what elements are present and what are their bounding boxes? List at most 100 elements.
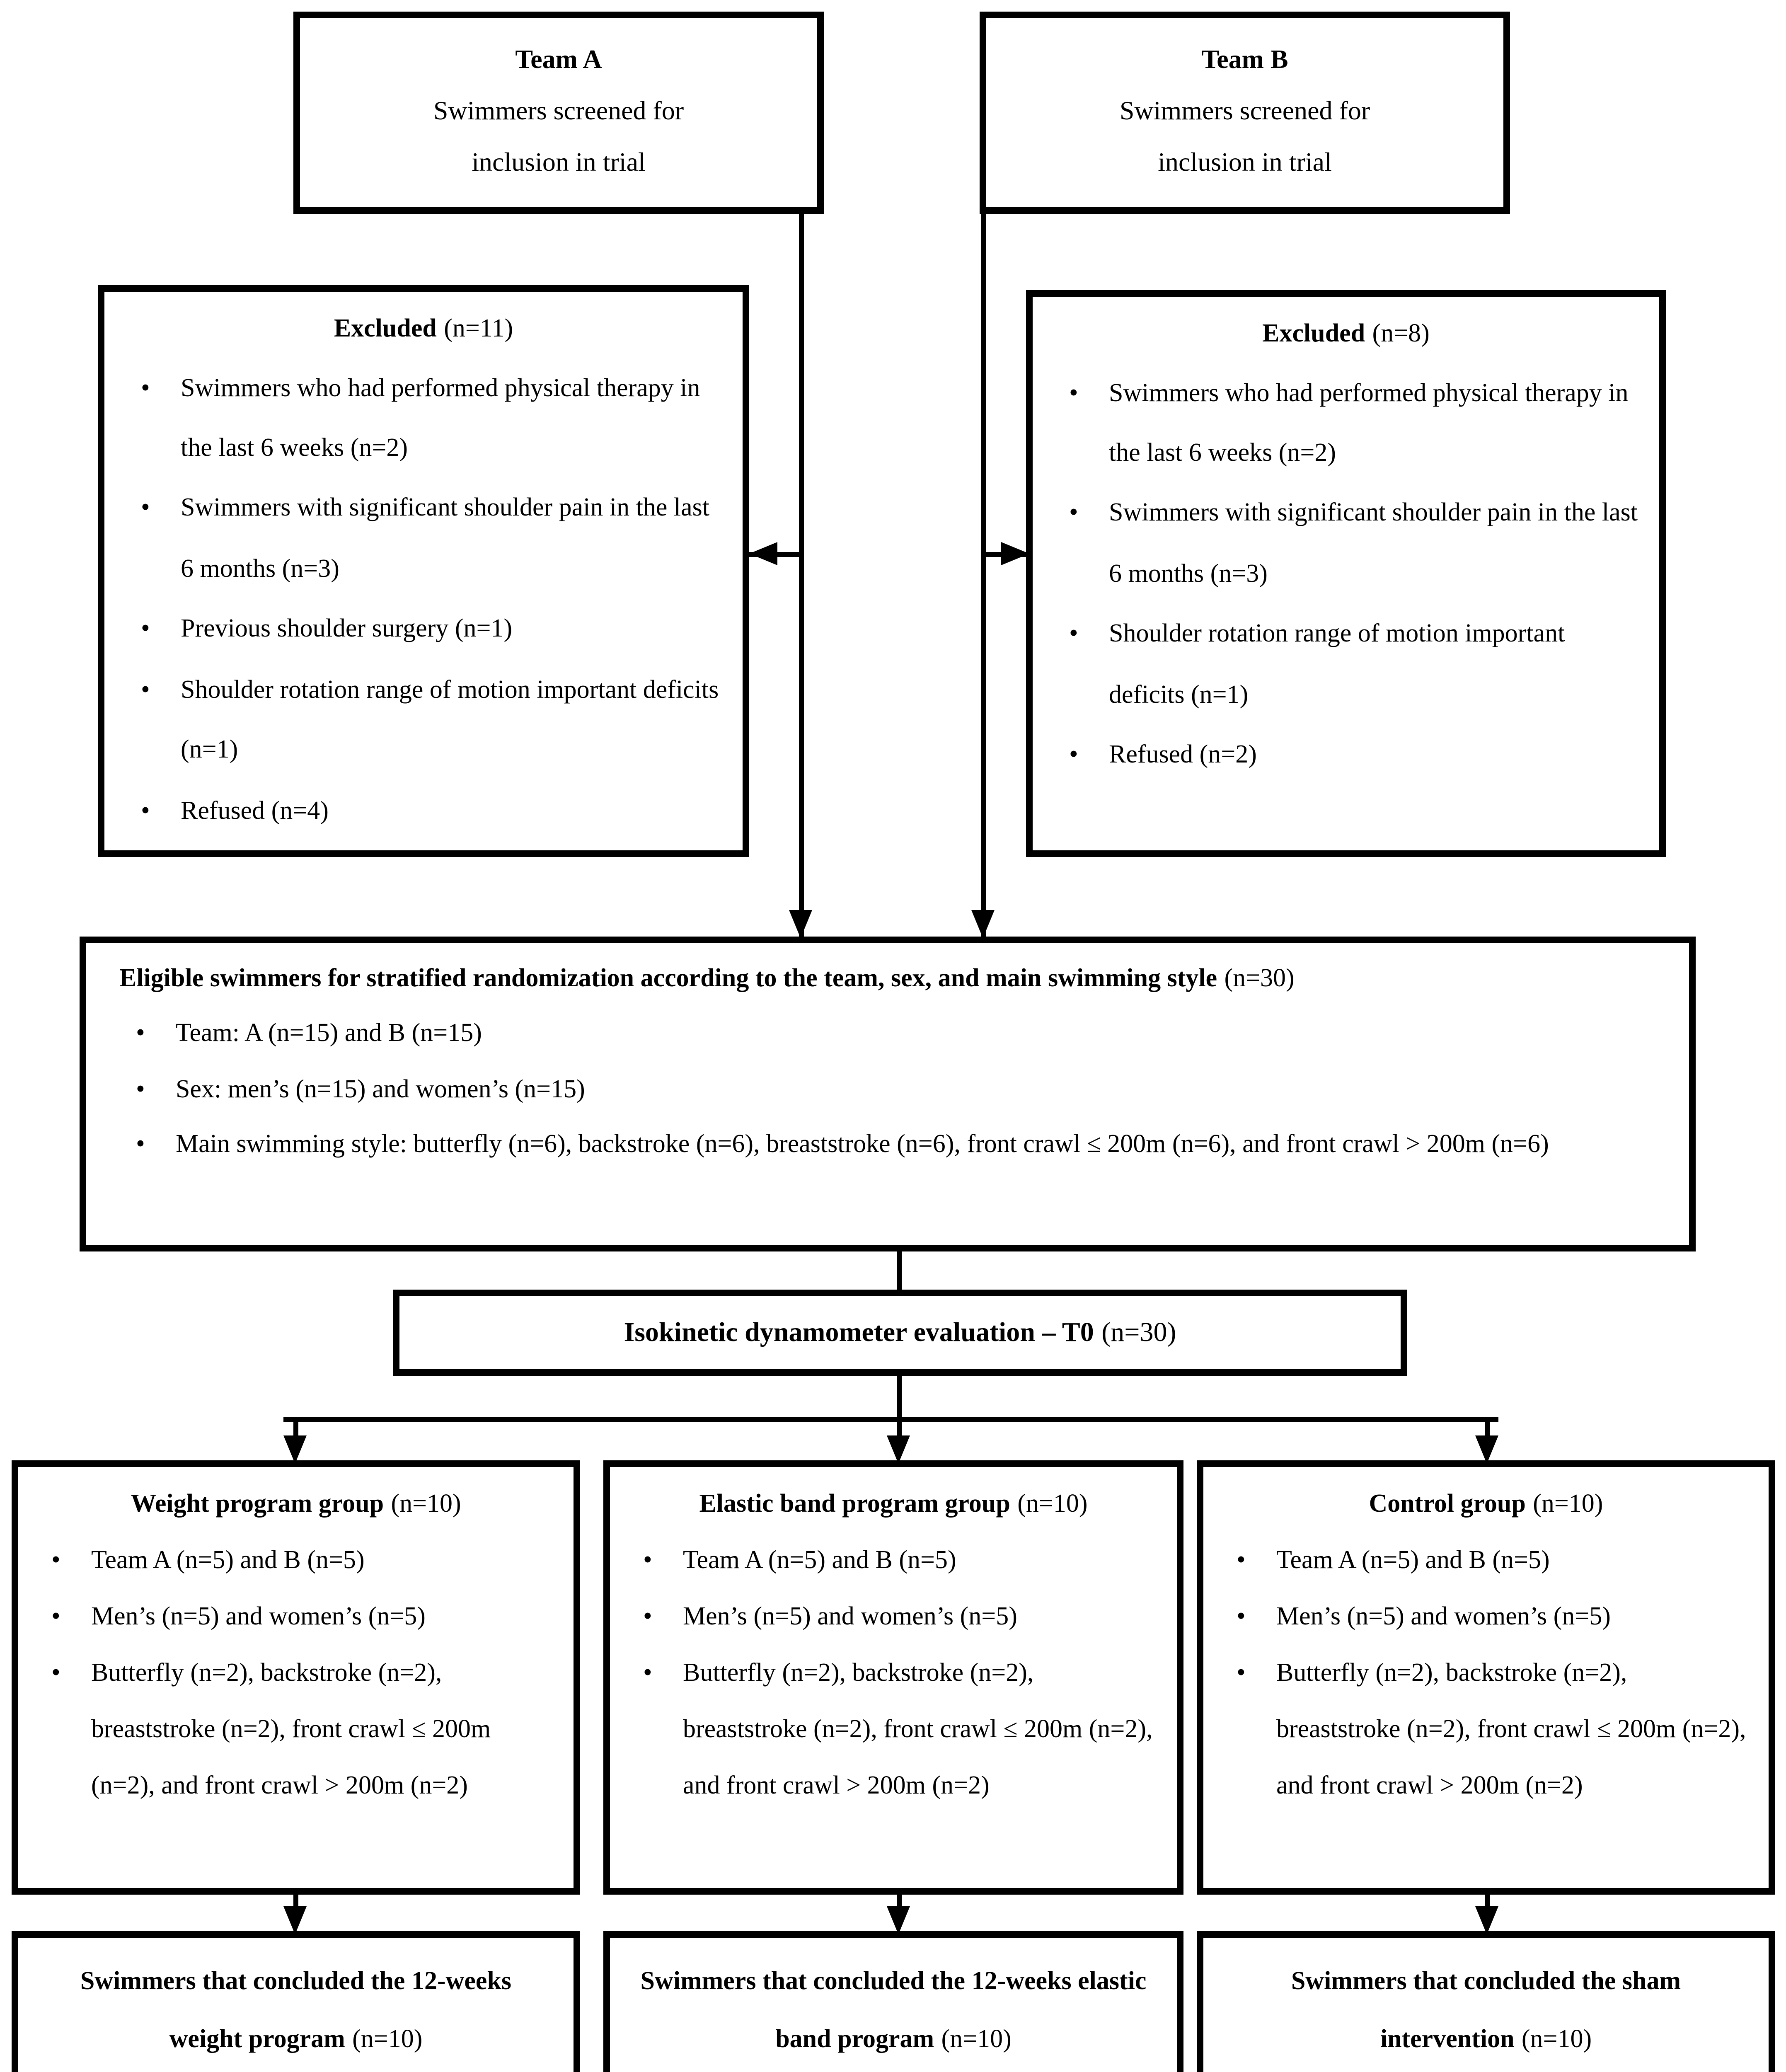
- excluded-right-item-2: Swimmers with significant shoulder pain …: [1109, 499, 1638, 588]
- excluded-right-title: Excluded: [1262, 320, 1365, 348]
- excluded-left-item-5: Refused (n=4): [181, 796, 329, 825]
- connector-branch-to-control-group: [1485, 1417, 1490, 1440]
- elastic-band-group-item-2: Men’s (n=5) and women’s (n=5): [683, 1603, 1017, 1631]
- elastic-band-group-item-3: Butterfly (n=2), backstroke (n=2), breas…: [683, 1660, 1153, 1801]
- t0-label: Isokinetic dynamometer evaluation – T0(n…: [624, 1316, 1176, 1349]
- eligible-item-2: Sex: men’s (n=15) and women’s (n=15): [176, 1075, 585, 1104]
- weight-group-item-1: Team A (n=5) and B (n=5): [91, 1547, 365, 1575]
- excluded-left-box: Excluded(n=11) Swimmers who had performe…: [98, 285, 749, 857]
- team-a-box: Team A Swimmers screened for inclusion i…: [293, 12, 824, 214]
- concluded-sham-count: (n=10): [1521, 2025, 1592, 2053]
- connector-t0-to-branch: [897, 1372, 902, 1421]
- excluded-left-item-4: Shoulder rotation range of motion import…: [181, 676, 719, 765]
- arrowhead-into-excluded-left-icon: [749, 542, 777, 565]
- concluded-sham-box: Swimmers that concluded the sham interve…: [1197, 1931, 1775, 2072]
- control-group-item-1: Team A (n=5) and B (n=5): [1276, 1547, 1550, 1575]
- team-b-line1: Swimmers screened for: [1119, 98, 1370, 126]
- arrowhead-into-eligible-right-icon: [971, 910, 995, 938]
- arrowhead-into-concluded-sham-icon: [1475, 1906, 1498, 1934]
- excluded-right-item-1: Swimmers who had performed physical ther…: [1109, 379, 1629, 468]
- eligible-count: (n=30): [1224, 965, 1295, 993]
- excluded-left-heading: Excluded(n=11): [124, 300, 723, 359]
- group-list-item: Men’s (n=5) and women’s (n=5): [35, 1590, 557, 1646]
- control-group-item-3: Butterfly (n=2), backstroke (n=2), breas…: [1276, 1660, 1746, 1801]
- excluded-list-item: Refused (n=2): [1053, 726, 1639, 787]
- excluded-left-count: (n=11): [444, 315, 513, 343]
- excluded-list-item: Swimmers who had performed physical ther…: [1053, 364, 1639, 485]
- excluded-list-item: Swimmers with significant shoulder pain …: [1053, 485, 1639, 605]
- group-list-item: Team A (n=5) and B (n=5): [1220, 1533, 1752, 1590]
- excluded-right-box: Excluded(n=8) Swimmers who had performed…: [1026, 290, 1666, 857]
- arrowhead-into-excluded-right-icon: [1001, 542, 1029, 565]
- excluded-right-item-3: Shoulder rotation range of motion import…: [1109, 620, 1565, 709]
- arrowhead-into-eligible-left-icon: [789, 910, 812, 938]
- excluded-list-item: Previous shoulder surgery (n=1): [124, 600, 723, 661]
- concluded-elastic-band-label: Swimmers that concluded the 12-weeks ela…: [636, 1954, 1150, 2070]
- connector-team-a-to-eligible: [799, 214, 804, 938]
- group-list-item: Men’s (n=5) and women’s (n=5): [627, 1590, 1160, 1646]
- arrowhead-into-concluded-elastic-icon: [887, 1906, 910, 1934]
- control-group-item-2: Men’s (n=5) and women’s (n=5): [1276, 1603, 1611, 1631]
- weight-group-item-3: Butterfly (n=2), backstroke (n=2), breas…: [91, 1660, 491, 1801]
- t0-evaluation-box: Isokinetic dynamometer evaluation – T0(n…: [393, 1290, 1407, 1376]
- eligible-list-item: Sex: men’s (n=15) and women’s (n=15): [119, 1062, 1656, 1117]
- excluded-list-item: Refused (n=4): [124, 782, 723, 842]
- excluded-list-item: Swimmers with significant shoulder pain …: [124, 480, 723, 600]
- control-group-box: Control group(n=10) Team A (n=5) and B (…: [1197, 1460, 1775, 1895]
- arrowhead-into-elastic-group-icon: [887, 1435, 910, 1464]
- excluded-right-heading: Excluded(n=8): [1053, 305, 1639, 364]
- eligible-list-item: Team: A (n=15) and B (n=15): [119, 1007, 1656, 1062]
- control-group-title: Control group: [1369, 1490, 1526, 1518]
- eligible-list-item: Main swimming style: butterfly (n=6), ba…: [119, 1117, 1656, 1172]
- team-b-box: Team B Swimmers screened for inclusion i…: [980, 12, 1510, 214]
- eligible-item-3: Main swimming style: butterfly (n=6), ba…: [176, 1130, 1549, 1159]
- arrowhead-into-control-group-icon: [1475, 1435, 1498, 1464]
- elastic-band-group-heading: Elastic band program group(n=10): [627, 1477, 1160, 1533]
- elastic-band-group-box: Elastic band program group(n=10) Team A …: [603, 1460, 1183, 1895]
- concluded-weight-count: (n=10): [352, 2025, 423, 2053]
- eligible-box: Eligible swimmers for stratified randomi…: [80, 937, 1696, 1251]
- team-a-line1: Swimmers screened for: [433, 98, 684, 126]
- excluded-left-item-2: Swimmers with significant shoulder pain …: [181, 494, 709, 583]
- weight-group-count: (n=10): [391, 1490, 461, 1518]
- connector-branch-to-elastic-group: [897, 1417, 902, 1440]
- team-a-title: Team A: [515, 46, 602, 75]
- excluded-left-item-3: Previous shoulder surgery (n=1): [181, 615, 513, 644]
- control-group-count: (n=10): [1533, 1490, 1603, 1518]
- elastic-band-group-item-1: Team A (n=5) and B (n=5): [683, 1547, 956, 1575]
- concluded-weight-label: Swimmers that concluded the 12-weeks wei…: [45, 1954, 547, 2070]
- t0-count: (n=30): [1101, 1316, 1176, 1348]
- connector-team-b-to-eligible: [981, 214, 986, 938]
- connector-branch-to-weight-group: [293, 1417, 298, 1440]
- t0-title: Isokinetic dynamometer evaluation – T0: [624, 1316, 1094, 1348]
- weight-group-heading: Weight program group(n=10): [35, 1477, 557, 1533]
- weight-group-item-2: Men’s (n=5) and women’s (n=5): [91, 1603, 426, 1631]
- concluded-elastic-band-box: Swimmers that concluded the 12-weeks ela…: [603, 1931, 1183, 2072]
- concluded-weight-title: Swimmers that concluded the 12-weeks wei…: [80, 1967, 512, 2053]
- excluded-list-item: Shoulder rotation range of motion import…: [1053, 605, 1639, 726]
- group-list-item: Team A (n=5) and B (n=5): [627, 1533, 1160, 1590]
- group-list-item: Men’s (n=5) and women’s (n=5): [1220, 1590, 1752, 1646]
- excluded-left-title: Excluded: [334, 315, 437, 343]
- connector-eligible-to-t0: [897, 1247, 902, 1293]
- team-b-line2: inclusion in trial: [1158, 149, 1332, 177]
- group-list-item: Butterfly (n=2), backstroke (n=2), breas…: [627, 1646, 1160, 1816]
- group-list-item: Butterfly (n=2), backstroke (n=2), breas…: [35, 1646, 557, 1816]
- concluded-elastic-band-count: (n=10): [941, 2025, 1012, 2053]
- excluded-list-item: Shoulder rotation range of motion import…: [124, 661, 723, 782]
- excluded-right-item-4: Refused (n=2): [1109, 741, 1257, 770]
- arrowhead-into-concluded-weight-icon: [283, 1906, 307, 1934]
- concluded-elastic-band-title: Swimmers that concluded the 12-weeks ela…: [640, 1967, 1147, 2053]
- concluded-sham-title: Swimmers that concluded the sham interve…: [1291, 1967, 1681, 2053]
- elastic-band-group-count: (n=10): [1017, 1490, 1088, 1518]
- group-list-item: Butterfly (n=2), backstroke (n=2), breas…: [1220, 1646, 1752, 1816]
- eligible-title: Eligible swimmers for stratified randomi…: [119, 965, 1217, 993]
- weight-group-box: Weight program group(n=10) Team A (n=5) …: [12, 1460, 580, 1895]
- control-group-heading: Control group(n=10): [1220, 1477, 1752, 1533]
- excluded-left-item-1: Swimmers who had performed physical ther…: [181, 374, 700, 463]
- eligible-heading: Eligible swimmers for stratified randomi…: [119, 951, 1656, 1007]
- eligible-item-1: Team: A (n=15) and B (n=15): [176, 1020, 482, 1048]
- team-b-title: Team B: [1201, 46, 1288, 75]
- branch-line: [283, 1417, 1498, 1422]
